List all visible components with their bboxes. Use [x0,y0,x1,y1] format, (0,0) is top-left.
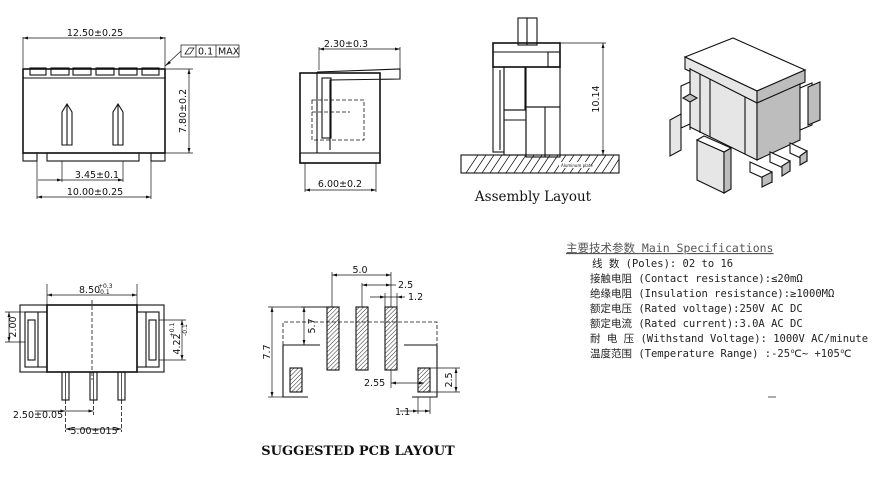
bottom-right-tol-plus: +0.1 [169,323,176,338]
assembly-view: 10.14 Aluminum plate Assembly La [460,17,620,205]
spec-line-withstand-voltage: 耐 电 压 (Withstand Voltage): 1000V AC/minu… [590,332,868,345]
bottom-pin-span-label: 5.00±015 [70,426,117,437]
spec-line-temperature-range: 温度范围 (Temperature Range) :-25℃~ +105℃ [590,347,852,360]
isometric-view [669,37,821,194]
pad-2 [355,306,369,371]
specifications-block: 主要技术参数 Main Specifications 线 数 (Poles): … [566,241,868,398]
side-top-dim-label: 2.30±0.3 [324,39,368,50]
spec-line-contact-resistance: 接触电阻 (Contact resistance):≤20mΩ [590,272,803,285]
spec-title: 主要技术参数 Main Specifications [566,241,773,255]
front-height-label: 7.80±0.2 [178,89,189,133]
pcb-dim-5-7: 5.7 [307,318,318,333]
assembly-height-label: 10.14 [591,85,602,112]
side-bottom-dim-label: 6.00±0.2 [318,179,362,190]
front-width-bottom-label: 10.00±0.25 [67,187,123,198]
pcb-dim-2-5-right: 2.5 [444,372,455,387]
flatness-tolerance: 0.1 [198,47,213,58]
bottom-pin-pitch-label: 2.50±0.05 [13,410,63,421]
bottom-width-label: 8.50 [79,285,100,296]
assembly-board-label: Aluminum plate [561,163,593,168]
bottom-right-tol-minus: -0.1 [182,324,189,336]
pcb-dim-5-0: 5.0 [352,265,367,276]
pcb-dim-1-2: 1.2 [408,292,423,303]
bottom-left-height-label: 2.00 [8,316,19,337]
bottom-view: 8.50 +0.3 -0.1 2.00 4.22 +0.1 -0.1 [5,283,189,437]
spec-line-rated-current: 额定电流 (Rated current):3.0A AC DC [590,317,803,330]
front-view: 12.50±0.25 0.1 MAX 7.80±0 [22,28,240,199]
bottom-width-tol-plus: +0.3 [98,283,113,290]
pcb-dim-7-7: 7.7 [262,344,273,359]
pcb-dim-2-5-top: 2.5 [398,280,413,291]
spec-line-insulation-resistance: 绝缘电阻 (Insulation resistance):≥1000MΩ [590,287,834,300]
side-view: 2.30±0.3 6.00±0.2 [299,39,401,192]
mount-pad-left [289,367,303,393]
front-pin-span-label: 3.45±0.1 [75,170,119,181]
bottom-right-height-label: 4.22 [172,333,183,354]
spec-line-poles: 线 数 (Poles): 02 to 16 [592,257,733,270]
pcb-layout: 5.0 2.5 1.2 5.7 7.7 2.55 [261,265,460,459]
assembly-caption: Assembly Layout [474,189,592,205]
pcb-dim-1-1: 1.1 [395,407,410,418]
mount-pad-right [417,367,431,393]
flatness-max: MAX [218,47,240,58]
pcb-dim-2-55: 2.55 [364,378,385,389]
pcb-caption: SUGGESTED PCB LAYOUT [261,444,455,459]
pad-1 [326,306,340,371]
spec-line-rated-voltage: 额定电压 (Rated voltage):250V AC DC [590,302,803,315]
front-width-top-label: 12.50±0.25 [67,28,123,39]
bottom-width-tol-minus: -0.1 [98,289,110,296]
pad-3 [384,306,398,371]
